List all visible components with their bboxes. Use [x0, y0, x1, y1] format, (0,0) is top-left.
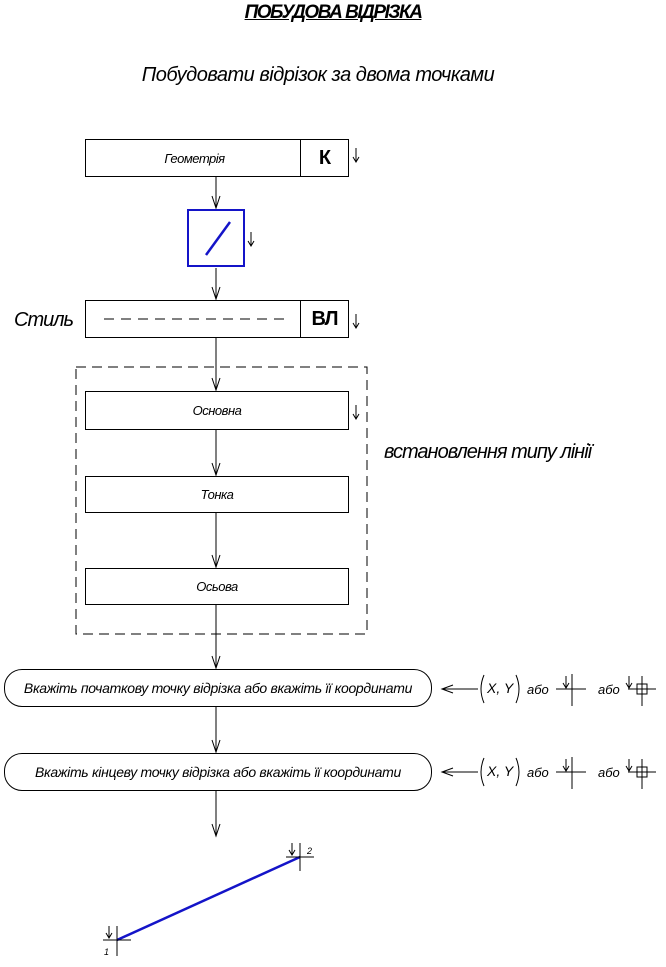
- or-label-2b: або: [598, 765, 620, 780]
- line-type-main-label: Основна: [192, 403, 242, 418]
- geometry-key: К: [300, 140, 348, 176]
- or-label-1a: або: [527, 682, 549, 697]
- coords-label-2: X, Y: [487, 763, 514, 779]
- coords-label-1: X, Y: [487, 680, 514, 696]
- line-type-thin[interactable]: Тонка: [85, 476, 349, 513]
- segment-preview: [103, 843, 314, 956]
- line-type-axial-label: Осьова: [196, 579, 238, 594]
- line-type-main[interactable]: Основна: [85, 391, 349, 430]
- line-type-axial[interactable]: Осьова: [85, 568, 349, 605]
- point-1-label: 1: [104, 947, 110, 957]
- segment-tool-button[interactable]: [187, 209, 245, 267]
- geometry-menu-box[interactable]: Геометрія К: [85, 139, 349, 177]
- geometry-label: Геометрія: [164, 150, 225, 166]
- prompt-end-point: Вкажіть кінцеву точку відрізка або вкажі…: [4, 753, 432, 791]
- line-style-key: ВЛ: [300, 301, 348, 337]
- style-side-label: Стиль: [14, 309, 74, 331]
- prompt-start-point: Вкажіть початкову точку відрізка або вка…: [4, 669, 432, 707]
- line-style-box[interactable]: ВЛ: [85, 300, 349, 338]
- or-label-1b: або: [598, 682, 620, 697]
- segment-tool-icon: [204, 221, 232, 256]
- page-title: ПОБУДОВА ВІДРІЗКА: [244, 2, 423, 23]
- or-label-2a: або: [527, 765, 549, 780]
- page-subtitle: Побудовати відрізок за двома точками: [141, 64, 495, 86]
- line-type-caption: встановлення типу лінії: [384, 441, 592, 463]
- line-type-thin-label: Тонка: [200, 487, 234, 502]
- point-2-label: 2: [307, 846, 313, 856]
